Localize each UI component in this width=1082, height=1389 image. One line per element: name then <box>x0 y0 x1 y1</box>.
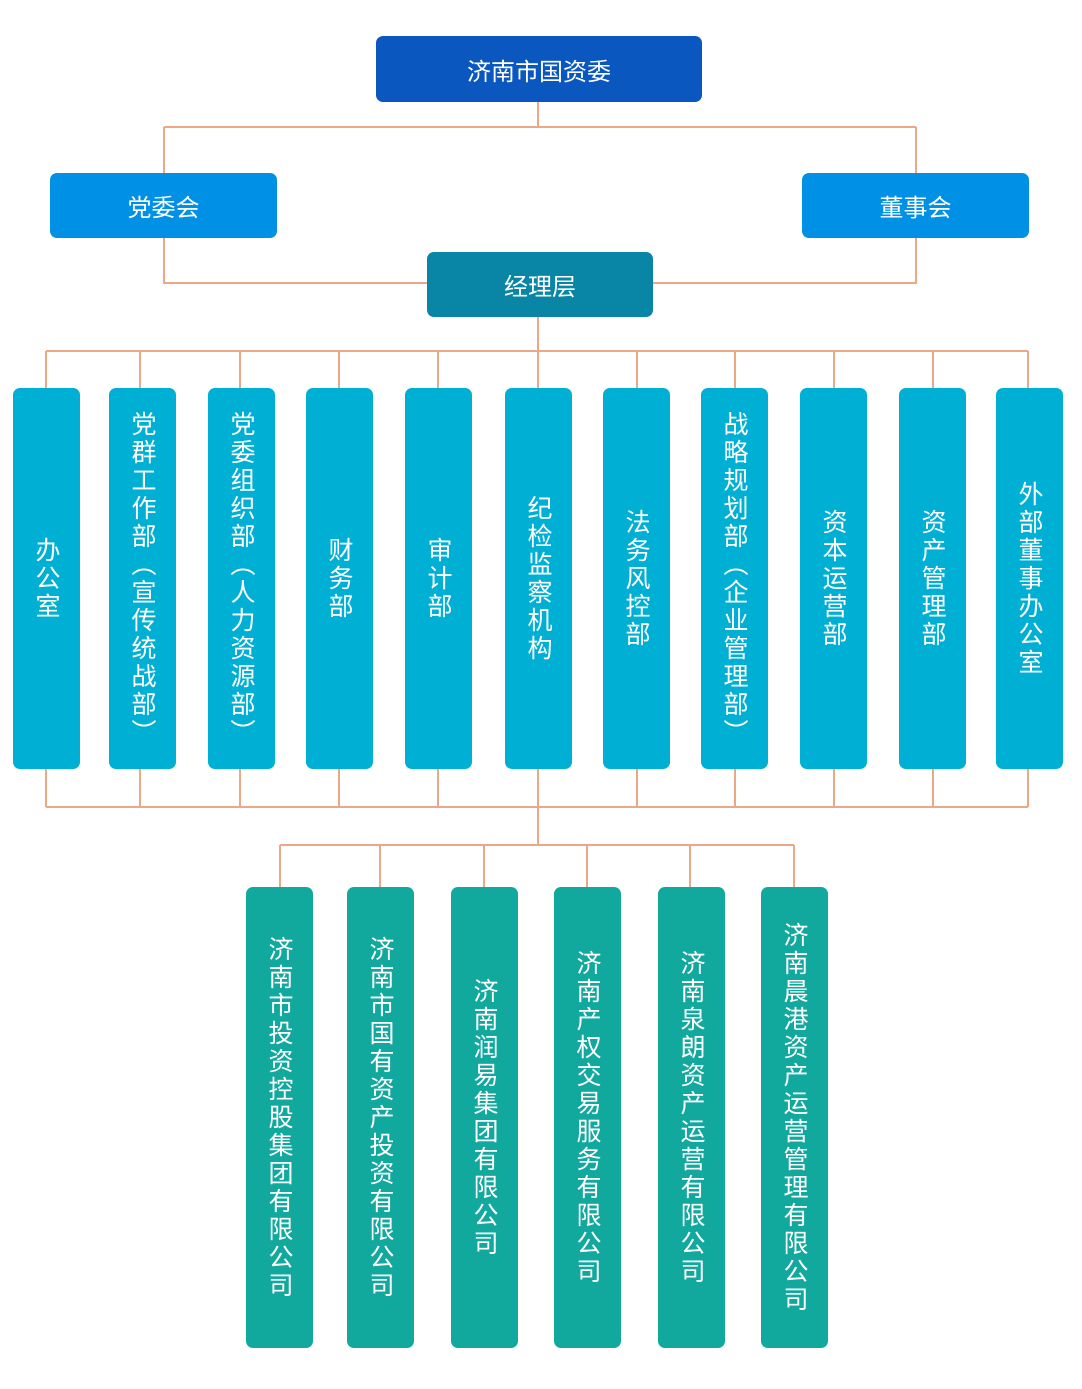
party-committee-node: 党委会 <box>50 173 277 238</box>
dept-label: 战略规划部（企业管理部） <box>720 410 749 747</box>
subsidiary-node-quanlang: 济南泉朗资产运营有限公司 <box>658 887 725 1348</box>
board-label: 董事会 <box>879 194 952 222</box>
party-committee-label: 党委会 <box>127 194 200 222</box>
dept-node-audit: 审计部 <box>405 388 472 769</box>
dept-node-finance: 财务部 <box>306 388 373 769</box>
subsidiary-label: 济南市投资控股集团有限公司 <box>265 935 294 1300</box>
dept-label: 党委组织部（人力资源部） <box>227 410 256 747</box>
top-node-sasac: 济南市国资委 <box>376 36 702 102</box>
subsidiary-node-chengang: 济南晨港资产运营管理有限公司 <box>761 887 828 1348</box>
dept-label: 审计部 <box>424 536 453 621</box>
dept-node-external-directors: 外部董事办公室 <box>996 388 1063 769</box>
subsidiary-label: 济南晨港资产运营管理有限公司 <box>780 921 809 1314</box>
subsidiary-label: 济南泉朗资产运营有限公司 <box>677 949 706 1286</box>
dept-node-organization: 党委组织部（人力资源部） <box>208 388 275 769</box>
dept-label: 财务部 <box>325 536 354 621</box>
top-node-label: 济南市国资委 <box>467 57 611 86</box>
dept-label: 资本运营部 <box>819 508 848 649</box>
board-node: 董事会 <box>802 173 1029 238</box>
dept-node-office: 办公室 <box>13 388 80 769</box>
dept-label: 资产管理部 <box>918 508 947 649</box>
dept-node-strategy: 战略规划部（企业管理部） <box>701 388 768 769</box>
dept-label: 党群工作部（宣传统战部） <box>128 410 157 747</box>
dept-label: 纪检监察机构 <box>524 494 553 663</box>
subsidiary-node-investment-holding: 济南市投资控股集团有限公司 <box>246 887 313 1348</box>
management-node: 经理层 <box>427 252 653 317</box>
dept-node-legal-risk: 法务风控部 <box>603 388 670 769</box>
subsidiary-node-state-asset-investment: 济南市国有资产投资有限公司 <box>347 887 414 1348</box>
dept-label: 外部董事办公室 <box>1015 480 1044 677</box>
dept-label: 办公室 <box>32 536 61 621</box>
subsidiary-label: 济南润易集团有限公司 <box>470 977 499 1258</box>
subsidiary-node-runyi: 济南润易集团有限公司 <box>451 887 518 1348</box>
dept-node-discipline: 纪检监察机构 <box>505 388 572 769</box>
dept-node-party-affairs: 党群工作部（宣传统战部） <box>109 388 176 769</box>
management-label: 经理层 <box>504 273 576 301</box>
subsidiary-node-property-exchange: 济南产权交易服务有限公司 <box>554 887 621 1348</box>
dept-node-asset-mgmt: 资产管理部 <box>899 388 966 769</box>
subsidiary-label: 济南产权交易服务有限公司 <box>573 949 602 1286</box>
subsidiary-label: 济南市国有资产投资有限公司 <box>366 935 395 1300</box>
dept-label: 法务风控部 <box>622 508 651 649</box>
dept-node-capital-ops: 资本运营部 <box>800 388 867 769</box>
